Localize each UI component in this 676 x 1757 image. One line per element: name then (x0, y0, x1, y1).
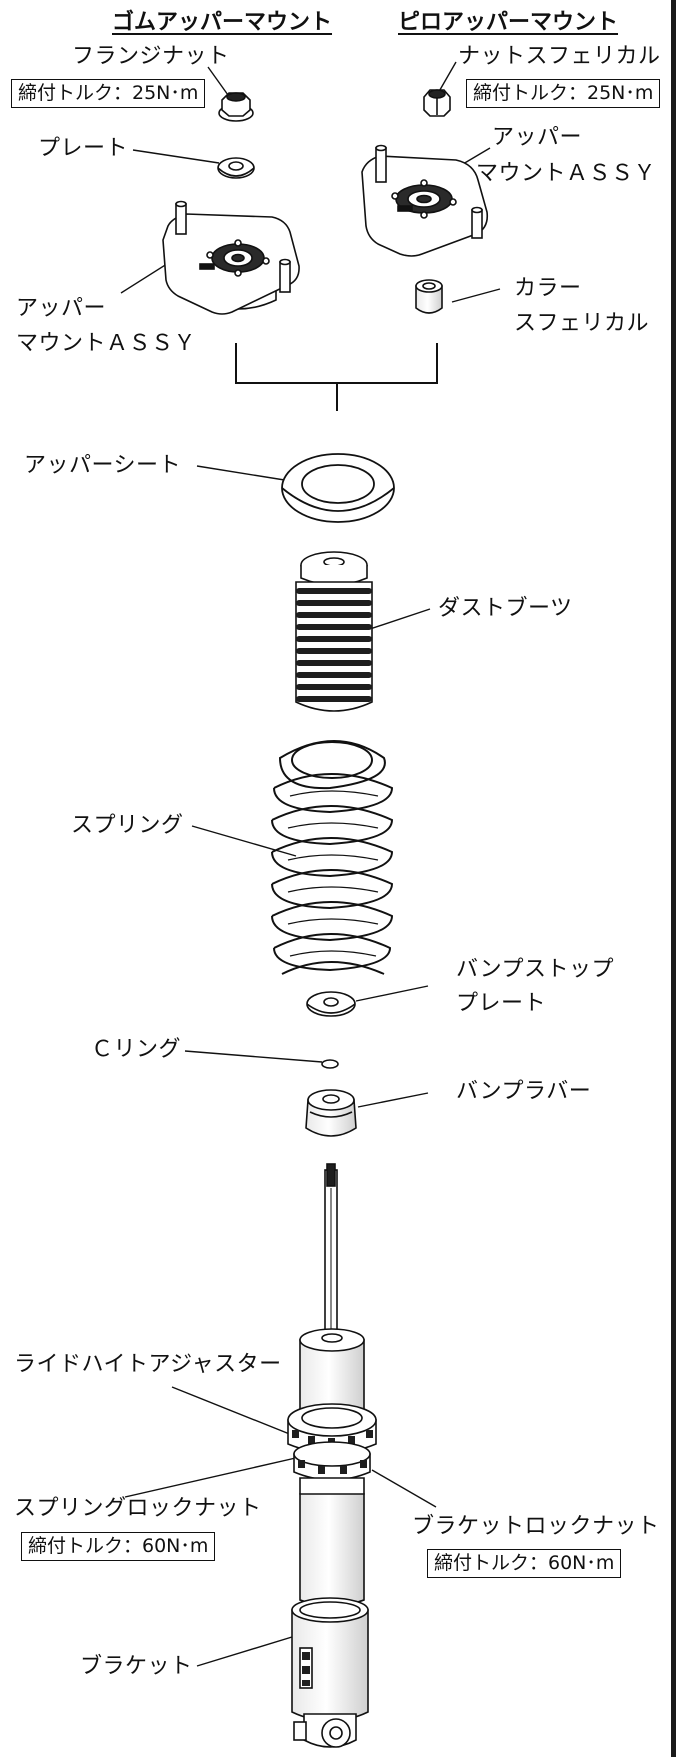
leader-spring (191, 825, 297, 857)
label-c-ring: Ｃリング (91, 1037, 182, 1062)
label-upper-mount-left-2: マウントＡＳＳＹ (16, 331, 197, 356)
label-bump-stop-plate-1: バンプストップ (456, 957, 614, 982)
nut-spherical-part (423, 89, 451, 117)
label-upper-mount-left-1: アッパー (16, 296, 107, 321)
label-upper-mount-right-1: アッパー (492, 125, 583, 150)
label-plate: プレート (38, 136, 129, 161)
upper-seat-part (281, 453, 395, 523)
label-ride-height-adjuster: ライドハイトアジャスター (14, 1352, 282, 1377)
damper-rod-part (324, 1163, 338, 1341)
right-border (671, 0, 676, 1757)
leader-plate (132, 149, 220, 164)
label-bracket-lock-nut: ブラケットロックナット (412, 1514, 660, 1539)
leader-ride-height (171, 1386, 303, 1440)
label-flange-nut: フランジナット (72, 44, 230, 69)
bracket-part (291, 1597, 369, 1748)
torque-bracket-lock: 締付トルク：60N･m (427, 1549, 622, 1578)
collar-spherical-part (415, 279, 443, 314)
upper-mount-rubber-part (162, 200, 300, 315)
leader-collar (451, 288, 501, 303)
spring-part (271, 740, 394, 975)
flange-nut-part (218, 92, 254, 122)
label-collar-1: カラー (514, 276, 582, 301)
label-upper-seat: アッパーシート (24, 453, 182, 478)
bump-stop-plate-part (306, 991, 356, 1017)
label-bump-rubber: バンプラバー (456, 1079, 592, 1104)
upper-mount-pillow-part (361, 144, 489, 257)
leader-bump-rubber (357, 1092, 429, 1108)
label-collar-2: スフェリカル (514, 311, 650, 336)
leader-bracket (196, 1632, 306, 1667)
label-upper-mount-right-2: マウントＡＳＳＹ (476, 161, 657, 186)
leader-spring-lock (124, 1456, 301, 1498)
bump-rubber-part (305, 1089, 357, 1137)
label-spring-lock-nut: スプリングロックナット (14, 1496, 262, 1521)
label-bracket: ブラケット (80, 1654, 193, 1679)
dust-boot-part (295, 551, 373, 712)
c-ring-part (321, 1059, 339, 1069)
leader-bracket-lock (371, 1469, 437, 1508)
leader-flange-nut (207, 66, 229, 96)
torque-rubber-nut: 締付トルク：25N･m (11, 79, 206, 108)
label-spring: スプリング (71, 813, 184, 838)
torque-spring-lock: 締付トルク：60N･m (21, 1532, 216, 1561)
label-dust-boot: ダストブーツ (438, 596, 573, 621)
label-nut-spherical: ナットスフェリカル (458, 44, 661, 69)
connector-bracket (235, 343, 438, 411)
label-bump-stop-plate-2: プレート (456, 991, 547, 1016)
leader-c-ring (184, 1050, 323, 1063)
header-pillow-mount: ピロアッパーマウント (398, 10, 619, 35)
header-rubber-mount: ゴムアッパーマウント (112, 10, 333, 35)
plate-part (217, 157, 255, 179)
shock-body-part (287, 1328, 377, 1607)
leader-bump-stop-plate (355, 985, 429, 1002)
leader-upper-seat (196, 465, 298, 483)
leader-dust-boot (363, 608, 431, 632)
torque-pillow-nut: 締付トルク：25N･m (466, 79, 661, 108)
